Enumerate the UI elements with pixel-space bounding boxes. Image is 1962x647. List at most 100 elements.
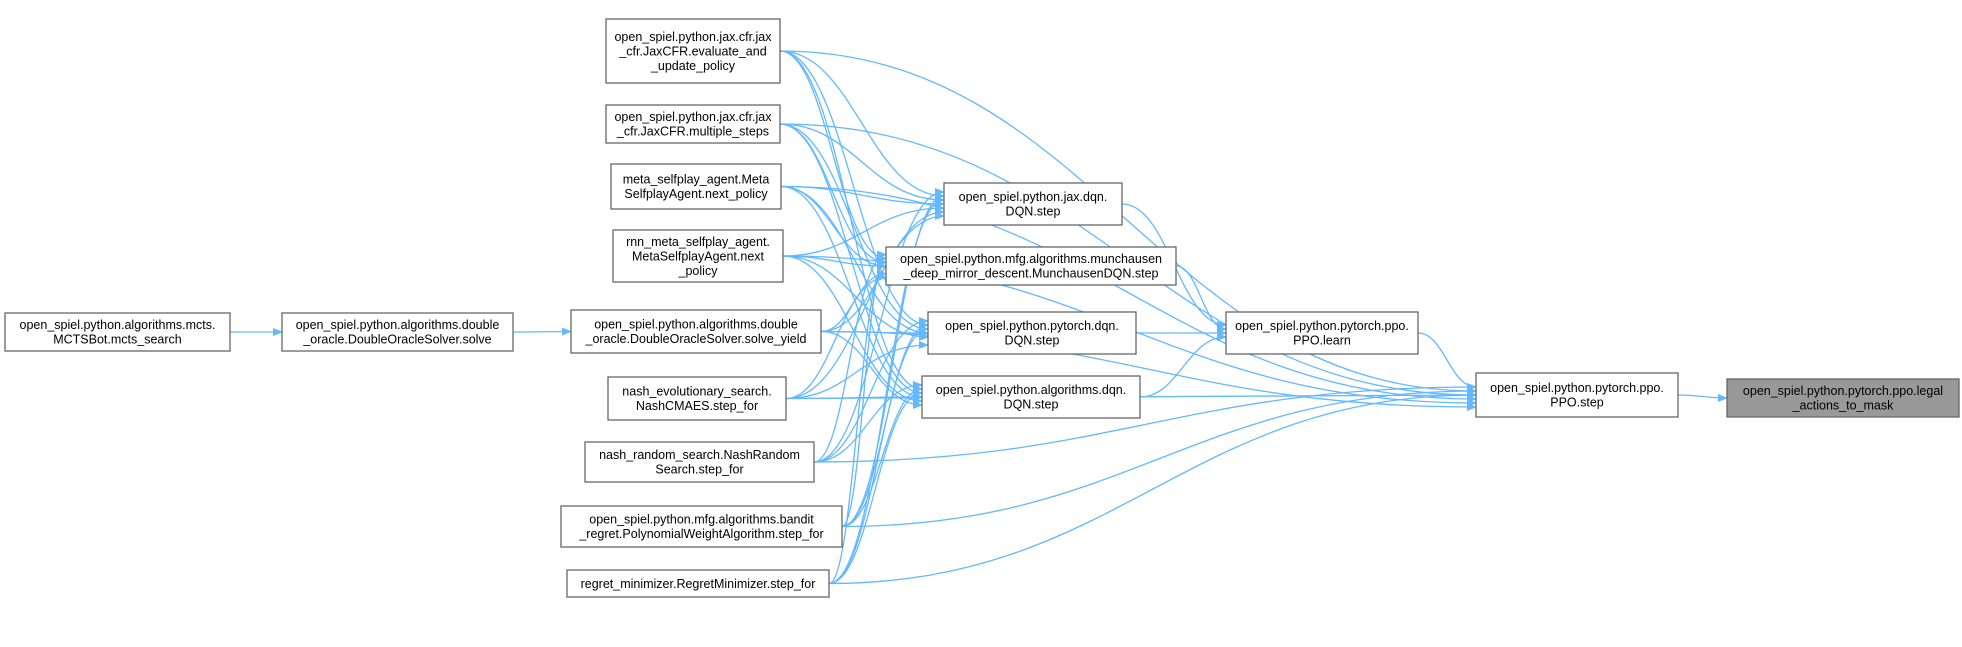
node-alg-dqn[interactable]: open_spiel.python.algorithms.dqn.DQN.ste… [921, 375, 1141, 419]
edge-nash-rand-to-munch [813, 250, 887, 463]
edge [1677, 393, 1728, 402]
node-munch[interactable]: open_spiel.python.mfg.algorithms.munchau… [885, 246, 1177, 286]
node-box [921, 375, 1141, 419]
node-label-line: Search.step_for [655, 463, 743, 477]
node-label-line: open_spiel.python.jax.cfr.jax [614, 110, 772, 124]
edge-nash-evo-to-jax-dqn [785, 212, 945, 400]
node-box [566, 569, 830, 598]
node-label-line: PPO.step [1550, 396, 1604, 410]
edge [785, 393, 923, 402]
edge [782, 204, 945, 257]
edge-meta-sp-to-alg-dqn [780, 185, 923, 401]
node-label-line: _oracle.DoubleOracleSolver.solve [302, 333, 491, 347]
node-jaxcfr-multi[interactable]: open_spiel.python.jax.cfr.jax_cfr.JaxCFR… [605, 104, 781, 144]
edge-jaxcfr-eval-to-alg-dqn [779, 50, 923, 393]
edge [1139, 333, 1227, 398]
edge [512, 327, 572, 336]
edge-regret-min-to-ppo-step [828, 391, 1477, 585]
node-label-line: open_spiel.python.algorithms.double [296, 318, 500, 332]
edge [828, 325, 929, 585]
node-bandit[interactable]: open_spiel.python.mfg.algorithms.bandit_… [560, 505, 843, 548]
node-box [612, 229, 784, 283]
edge-rnn-meta-to-jax-dqn [782, 204, 945, 257]
edge-bandit-to-munch [841, 254, 887, 528]
edge-jaxcfr-multi-to-jax-dqn [779, 123, 945, 204]
edge-meta-sp-to-munch [780, 185, 887, 270]
node-mcts[interactable]: open_spiel.python.algorithms.mcts.MCTSBo… [4, 312, 231, 352]
edge [828, 391, 1477, 585]
node-nash-rand[interactable]: nash_random_search.NashRandomSearch.step… [584, 441, 815, 483]
edge [782, 255, 887, 270]
edge-rnn-meta-to-torch-dqn [782, 255, 929, 341]
edge [813, 317, 929, 463]
node-label-line: meta_selfplay_agent.Meta [623, 173, 770, 187]
edge-bandit-to-ppo-step [841, 387, 1477, 528]
edge [779, 50, 929, 329]
node-box [584, 441, 815, 483]
node-legal[interactable]: open_spiel.python.pytorch.ppo.legal_acti… [1726, 378, 1960, 418]
node-label-line: NashCMAES.step_for [636, 399, 758, 413]
node-jaxcfr-eval[interactable]: open_spiel.python.jax.cfr.jax_cfr.JaxCFR… [605, 18, 781, 84]
edge [779, 123, 929, 333]
node-label-line: open_spiel.python.pytorch.ppo. [1490, 381, 1664, 395]
edge-nash-rand-to-torch-dqn [813, 317, 929, 463]
edge-meta-sp-to-ppo-step [780, 185, 1477, 403]
node-meta-sp[interactable]: meta_selfplay_agent.MetaSelfplayAgent.ne… [610, 163, 782, 210]
edge [828, 389, 923, 585]
node-regret-min[interactable]: regret_minimizer.RegretMinimizer.step_fo… [566, 569, 830, 598]
edge [841, 387, 1477, 528]
edge [780, 185, 929, 337]
edge-jaxcfr-multi-to-torch-dqn [779, 123, 929, 333]
node-box [607, 376, 787, 421]
node-label-line: open_spiel.python.mfg.algorithms.bandit [589, 513, 814, 527]
edge-nash-rand-to-ppo-step [813, 383, 1477, 463]
edge [841, 254, 887, 528]
node-label-line: _cfr.JaxCFR.evaluate_and [618, 44, 766, 58]
edge [779, 50, 945, 200]
node-label-line: _oracle.DoubleOracleSolver.solve_yield [585, 332, 807, 346]
edge-nash-evo-to-munch [785, 273, 887, 400]
edge-jaxcfr-eval-to-jax-dqn [779, 50, 945, 200]
node-box [570, 309, 822, 354]
node-box [605, 18, 781, 84]
node-rnn-meta[interactable]: rnn_meta_selfplay_agent.MetaSelfplayAgen… [612, 229, 784, 283]
node-box [4, 312, 231, 352]
node-label-line: nash_evolutionary_search. [622, 385, 771, 399]
node-label-line: regret_minimizer.RegretMinimizer.step_fo… [581, 577, 816, 591]
edge [780, 185, 923, 401]
edge-ppo-step-to-legal [1677, 393, 1728, 402]
edge [780, 185, 887, 270]
node-nash-evo[interactable]: nash_evolutionary_search.NashCMAES.step_… [607, 376, 787, 421]
node-label-line: DQN.step [1005, 334, 1060, 348]
node-label-line: _policy [678, 264, 719, 278]
edge [813, 383, 1477, 463]
node-torch-dqn[interactable]: open_spiel.python.pytorch.dqn.DQN.step [927, 311, 1137, 355]
node-label-line: open_spiel.python.algorithms.double [594, 318, 798, 332]
edge-bandit-to-alg-dqn [841, 385, 923, 528]
edge [779, 50, 1477, 395]
node-box [610, 163, 782, 210]
node-label-line: open_spiel.python.algorithms.mcts. [20, 318, 216, 332]
node-jax-dqn[interactable]: open_spiel.python.jax.dqn.DQN.step [943, 182, 1123, 226]
node-solve[interactable]: open_spiel.python.algorithms.double_orac… [281, 312, 514, 352]
edge-ppo-learn-to-ppo-step [1417, 332, 1477, 391]
node-label-line: open_spiel.python.mfg.algorithms.munchau… [900, 252, 1162, 266]
edge [1417, 332, 1477, 391]
node-label-line: _actions_to_mask [1792, 399, 1895, 413]
node-label-line: PPO.learn [1293, 334, 1351, 348]
node-ppo-step[interactable]: open_spiel.python.pytorch.ppo.PPO.step [1475, 372, 1679, 418]
edge [813, 381, 923, 463]
node-ppo-learn[interactable]: open_spiel.python.pytorch.ppo.PPO.learn [1225, 311, 1419, 355]
edge [785, 273, 887, 400]
node-box [943, 182, 1123, 226]
node-label-line: _cfr.JaxCFR.multiple_steps [616, 125, 769, 139]
node-box [560, 505, 843, 548]
node-solve-yield[interactable]: open_spiel.python.algorithms.double_orac… [570, 309, 822, 354]
edge [780, 185, 945, 208]
node-label-line: _deep_mirror_descent.MunchausenDQN.step [903, 267, 1159, 281]
node-label-line: _regret.PolynomialWeightAlgorithm.step_f… [578, 527, 823, 541]
edge-meta-sp-to-torch-dqn [780, 185, 929, 337]
edge [779, 50, 923, 393]
edge-nash-rand-to-alg-dqn [813, 381, 923, 463]
